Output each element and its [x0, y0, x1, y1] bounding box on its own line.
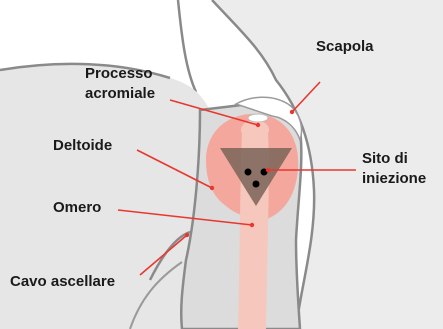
injection-dot	[253, 181, 260, 188]
label-sito-di-iniezione-line2: iniezione	[362, 169, 426, 189]
leader-end-sito-di-iniezione	[266, 168, 270, 172]
injection-dot	[245, 169, 252, 176]
neck-contour	[178, 0, 196, 92]
label-cavo-ascellare: Cavo ascellare	[10, 272, 115, 292]
label-deltoide: Deltoide	[53, 136, 112, 156]
label-processo-acromiale-line1: Processo	[85, 64, 155, 84]
leader-end-processo-acromiale	[256, 123, 260, 127]
label-processo-acromiale: Processo acromiale	[85, 64, 155, 104]
acromion-tip	[248, 114, 268, 122]
leader-end-deltoide	[210, 186, 214, 190]
humerus-head	[241, 120, 269, 140]
label-scapola: Scapola	[316, 37, 374, 57]
label-omero-text: Omero	[53, 198, 101, 218]
label-processo-acromiale-line2: acromiale	[85, 84, 155, 104]
label-scapola-text: Scapola	[316, 37, 374, 57]
leader-end-scapola	[290, 110, 294, 114]
label-deltoide-text: Deltoide	[53, 136, 112, 156]
label-cavo-ascellare-text: Cavo ascellare	[10, 272, 115, 292]
leader-end-omero	[250, 223, 254, 227]
label-omero: Omero	[53, 198, 101, 218]
label-sito-di-iniezione-line1: Sito di	[362, 149, 426, 169]
leader-end-cavo-ascellare	[185, 233, 189, 237]
label-sito-di-iniezione: Sito di iniezione	[362, 149, 426, 189]
